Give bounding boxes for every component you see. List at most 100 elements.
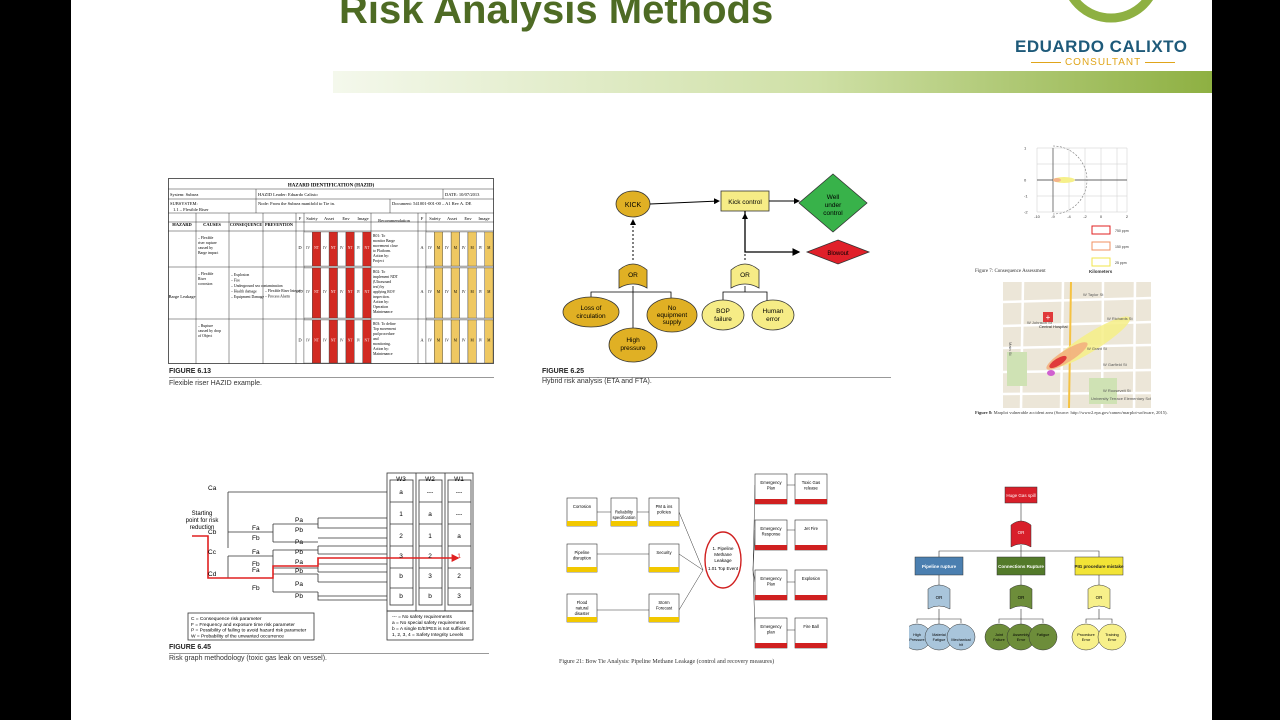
f-label: Fb	[252, 585, 260, 592]
leaf-event	[1028, 623, 1058, 651]
x-tick: -2	[1083, 214, 1087, 219]
y-tick: -2	[1024, 210, 1028, 215]
legend-right-item: 1, 2, 3, 4 = Safety Integrity Levels	[392, 632, 464, 638]
hazid-cell	[484, 319, 494, 364]
hazid-recommendation: movement close	[373, 244, 398, 248]
hazid-cell	[425, 231, 435, 267]
hazid-f: C	[298, 289, 301, 294]
hazid-cell	[467, 267, 477, 319]
svg-text:IV: IV	[340, 246, 344, 250]
f-label: Fa	[252, 525, 260, 532]
bowtie-label: PM & ins	[656, 504, 673, 509]
or-gate-top	[1010, 520, 1032, 548]
bop-failure-node	[701, 299, 745, 331]
hazid-cell	[476, 319, 485, 364]
hazid-cell	[320, 267, 330, 319]
svg-text:NT: NT	[365, 246, 371, 250]
w-cell: 1	[428, 533, 432, 540]
svg-text:Connections Rupture: Connections Rupture	[998, 564, 1044, 569]
svg-text:Error: Error	[1017, 638, 1026, 642]
legend-swatch	[1091, 225, 1111, 235]
map-label: W Richards St	[1107, 316, 1133, 321]
y-tick: 0	[1024, 178, 1027, 183]
hazid-consequence: – Underground sea contamination	[230, 284, 283, 288]
svg-text:M: M	[454, 290, 458, 294]
loss-of-circulation-node	[562, 296, 620, 328]
hazid-cause: – Flexible	[197, 236, 214, 240]
bowtie-label: disaster	[575, 611, 590, 616]
hazid-cell	[362, 267, 372, 319]
risk-graph: Starting point for risk reduction CaCbCc…	[186, 472, 474, 641]
svg-text:Safety: Safety	[306, 216, 318, 221]
svg-text:IV: IV	[357, 339, 361, 343]
svg-text:M: M	[487, 339, 491, 343]
or-gate-right	[730, 263, 760, 289]
svg-text:NT: NT	[348, 290, 354, 294]
svg-text:IV: IV	[323, 290, 327, 294]
svg-text:Pressure: Pressure	[909, 638, 924, 642]
bowtie-label: Emergency	[760, 526, 782, 531]
svg-text:NT: NT	[331, 246, 337, 250]
hazid-date: DATE: 10/07/2013	[445, 192, 480, 197]
svg-text:pressure: pressure	[620, 345, 646, 352]
svg-text:PIG procedure mistake: PIG procedure mistake	[1074, 564, 1124, 569]
well-under-control-node	[798, 173, 868, 233]
hazid-recommendation: R02: To	[373, 270, 385, 274]
hazid-cause: of Object	[198, 334, 213, 338]
hazid-recommendation: monitor Barge	[373, 239, 395, 243]
svg-text:NT: NT	[365, 339, 371, 343]
hybrid-diagram: KICK Kick control Well under control Blo…	[562, 173, 871, 363]
w-cell: 1	[457, 553, 461, 560]
hazid-cell	[451, 319, 460, 364]
svg-text:Pipeline rupture: Pipeline rupture	[922, 564, 957, 569]
hazid-consequence: – Health damage	[230, 290, 257, 294]
bowtie-label: Flood	[577, 600, 588, 605]
svg-text:Kick control: Kick control	[728, 199, 762, 206]
svg-text:failure: failure	[714, 316, 732, 323]
w-cell: ---	[456, 511, 463, 518]
c-label: Cc	[208, 549, 217, 556]
blowout-node	[805, 239, 871, 265]
no-equipment-supply-node	[646, 297, 698, 333]
svg-text:A: A	[420, 338, 424, 343]
svg-text:IV: IV	[462, 339, 466, 343]
svg-text:Methane: Methane	[714, 552, 732, 557]
map-label: W Garfield St	[1103, 362, 1128, 367]
hazid-recommendation: pad procedure	[373, 332, 395, 336]
hazid-title: HAZARD IDENTIFICATION (HAZID)	[288, 184, 375, 189]
hazid-cell	[345, 267, 355, 319]
p-label: Pa	[295, 581, 303, 588]
hazid-system: System: Subsea	[170, 192, 198, 197]
svg-text:OR: OR	[1018, 530, 1026, 535]
svg-text:IV: IV	[340, 290, 344, 294]
hazid-cell	[459, 231, 468, 267]
svg-text:High: High	[626, 337, 640, 344]
w-cell: 2	[457, 573, 461, 580]
bowtie-label: disruption	[573, 556, 592, 561]
y-tick: 1	[1024, 146, 1027, 151]
hazid-cell	[320, 231, 330, 267]
hazid-f: D	[298, 338, 302, 343]
hazid-cell	[337, 267, 346, 319]
svg-text:under: under	[825, 202, 842, 209]
hazid-cell	[345, 231, 355, 267]
c-label: Ca	[208, 485, 217, 492]
hazid-cell	[329, 231, 338, 267]
svg-text:Asset: Asset	[324, 216, 335, 221]
f-label: Fb	[252, 535, 260, 542]
accent-bar	[333, 71, 1212, 93]
svg-text:BOP: BOP	[716, 308, 730, 315]
hazid-cell	[329, 319, 338, 364]
or-gate-left	[618, 263, 648, 289]
riskgraph-figure-number: FIGURE 6.45	[169, 644, 212, 651]
hazid-cell	[451, 267, 460, 319]
hazid-prevention: – Flexible Riser Integrity	[264, 289, 303, 293]
w-cell: 3	[457, 593, 461, 600]
y-tick: -1	[1024, 194, 1028, 199]
bowtie-label: Security	[656, 550, 672, 555]
bowtie-label: Toxic Gas	[802, 480, 820, 485]
p-label: Pa	[295, 539, 303, 546]
bowtie-label: Fire Ball	[803, 624, 818, 629]
svg-text:NT: NT	[314, 290, 320, 294]
bowtie-label: Response	[762, 532, 782, 537]
